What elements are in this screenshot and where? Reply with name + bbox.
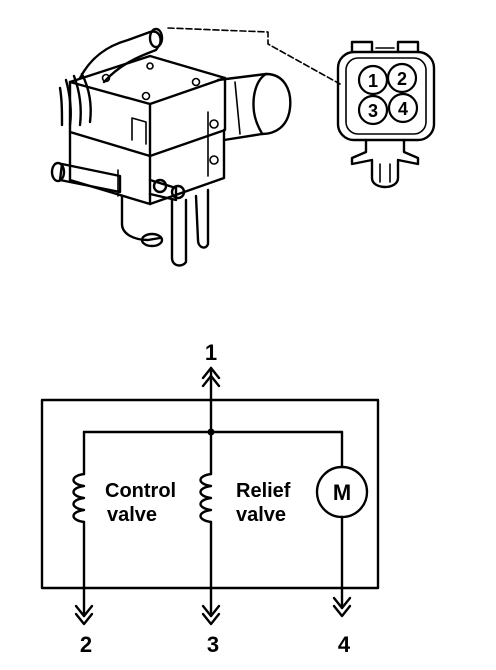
fitting bbox=[170, 184, 186, 200]
line-down bbox=[170, 198, 188, 267]
control-valve-label-line2: valve bbox=[107, 504, 157, 526]
terminal-1-arrow bbox=[201, 366, 221, 388]
terminal-3-arrow bbox=[201, 604, 221, 626]
connector-pin-4: 4 bbox=[387, 92, 419, 124]
connector-tab bbox=[350, 40, 374, 54]
connector-pin-3: 3 bbox=[357, 94, 389, 126]
svg-text:1: 1 bbox=[368, 71, 378, 91]
svg-text:3: 3 bbox=[368, 101, 378, 121]
wire bbox=[58, 86, 64, 127]
bolt bbox=[141, 91, 151, 101]
bolt bbox=[101, 73, 111, 83]
motor-label: M bbox=[333, 480, 351, 505]
block-side bbox=[148, 128, 226, 206]
svg-text:2: 2 bbox=[397, 69, 407, 89]
connector-pin-1: 1 bbox=[357, 64, 389, 96]
connector-illustration: 1 2 3 4 bbox=[336, 40, 436, 189]
pipe-left-end bbox=[50, 161, 66, 183]
fitting bbox=[152, 178, 168, 194]
control-valve-coil bbox=[72, 472, 86, 524]
terminal-4-arrow bbox=[332, 596, 352, 618]
line-down-2 bbox=[194, 188, 210, 249]
housing-side bbox=[148, 76, 227, 158]
hose bbox=[78, 30, 162, 84]
terminal-4-label: 4 bbox=[338, 632, 351, 657]
motor-body bbox=[216, 72, 292, 142]
hose-end bbox=[148, 27, 164, 49]
pump-outlet bbox=[140, 232, 164, 248]
connector-tab bbox=[396, 40, 420, 54]
housing-front bbox=[68, 80, 152, 158]
motor-band bbox=[234, 81, 241, 135]
svg-text:4: 4 bbox=[398, 99, 408, 119]
connector-clip bbox=[350, 138, 420, 189]
connector-shell bbox=[336, 50, 436, 142]
bolt bbox=[209, 155, 219, 165]
terminal-1-label: 1 bbox=[205, 340, 217, 365]
terminal-2-arrow bbox=[74, 604, 94, 626]
relief-valve-coil bbox=[199, 472, 213, 524]
bolt bbox=[191, 77, 201, 87]
pump-body bbox=[120, 194, 162, 242]
pipe-left bbox=[58, 162, 122, 194]
motor-end bbox=[252, 72, 268, 136]
abs-unit-illustration bbox=[50, 27, 292, 267]
housing-rib bbox=[131, 117, 147, 145]
connector-clip-lines bbox=[379, 163, 391, 183]
connector-inner bbox=[345, 57, 427, 135]
pipe-mid bbox=[148, 178, 178, 202]
bolt bbox=[146, 62, 154, 70]
wire bbox=[80, 72, 92, 124]
connector-pin-2: 2 bbox=[386, 62, 418, 94]
terminal-3-label: 3 bbox=[207, 632, 219, 657]
relief-valve-label-line1: Relief bbox=[236, 480, 291, 502]
leader-line bbox=[167, 27, 341, 85]
bolt bbox=[209, 119, 219, 129]
terminal-2-label: 2 bbox=[80, 632, 92, 657]
circuit-diagram: Control valve Relief valve M 1 2 3 4 bbox=[40, 340, 380, 657]
relief-valve-label-line2: valve bbox=[236, 504, 286, 526]
control-valve-label-line1: Control bbox=[105, 480, 176, 502]
